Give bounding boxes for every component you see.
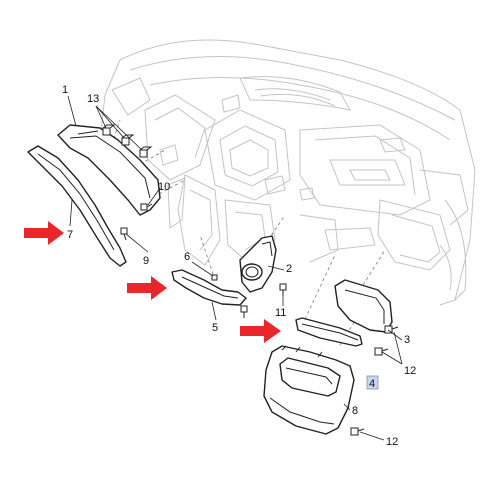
callout-11-top: 11 bbox=[275, 307, 286, 319]
callout-5: 5 bbox=[212, 322, 218, 334]
callout-8: 8 bbox=[352, 405, 358, 417]
part-4-thin-trim-strip bbox=[295, 317, 363, 347]
red-arrows bbox=[24, 221, 281, 343]
clip-13-c bbox=[139, 146, 153, 158]
part-5-lower-trim-strip bbox=[171, 269, 247, 306]
callout-labels: 1 13 10 7 9 6 2 11 5 3 12 4 8 12 bbox=[62, 84, 416, 448]
callout-9: 9 bbox=[143, 255, 149, 267]
part-8-lower-panel bbox=[263, 345, 355, 435]
clip-13-a bbox=[102, 124, 116, 136]
part-2-center-bezel bbox=[239, 235, 277, 293]
callout-7: 7 bbox=[67, 229, 73, 241]
callout-4-highlight bbox=[366, 375, 379, 390]
clip-6 bbox=[211, 274, 218, 281]
red-arrow-part-5 bbox=[127, 276, 167, 300]
leader-lines bbox=[67, 95, 403, 441]
clip-12-c bbox=[350, 427, 365, 436]
callout-12-right: 12 bbox=[404, 365, 416, 377]
callout-4: 4 bbox=[369, 378, 375, 390]
callout-3: 3 bbox=[404, 334, 410, 346]
red-arrow-part-4 bbox=[240, 319, 281, 343]
red-arrow-part-7 bbox=[24, 221, 64, 245]
part-7-side-trim-panel bbox=[27, 145, 127, 267]
callout-13: 13 bbox=[87, 93, 99, 105]
callout-2: 2 bbox=[286, 263, 292, 275]
clip-12-a bbox=[384, 325, 399, 334]
callout-1: 1 bbox=[62, 84, 68, 96]
callout-10: 10 bbox=[158, 181, 170, 193]
callout-12-bottom: 12 bbox=[386, 436, 398, 448]
part-3-right-upper-panel bbox=[334, 279, 393, 333]
clip-11-a bbox=[279, 283, 287, 296]
clip-12-b bbox=[374, 347, 389, 356]
fastener-clips bbox=[102, 124, 399, 436]
clip-13-b bbox=[121, 134, 135, 146]
callout-6: 6 bbox=[184, 251, 190, 263]
clip-10 bbox=[140, 203, 153, 211]
clip-9 bbox=[120, 227, 128, 241]
